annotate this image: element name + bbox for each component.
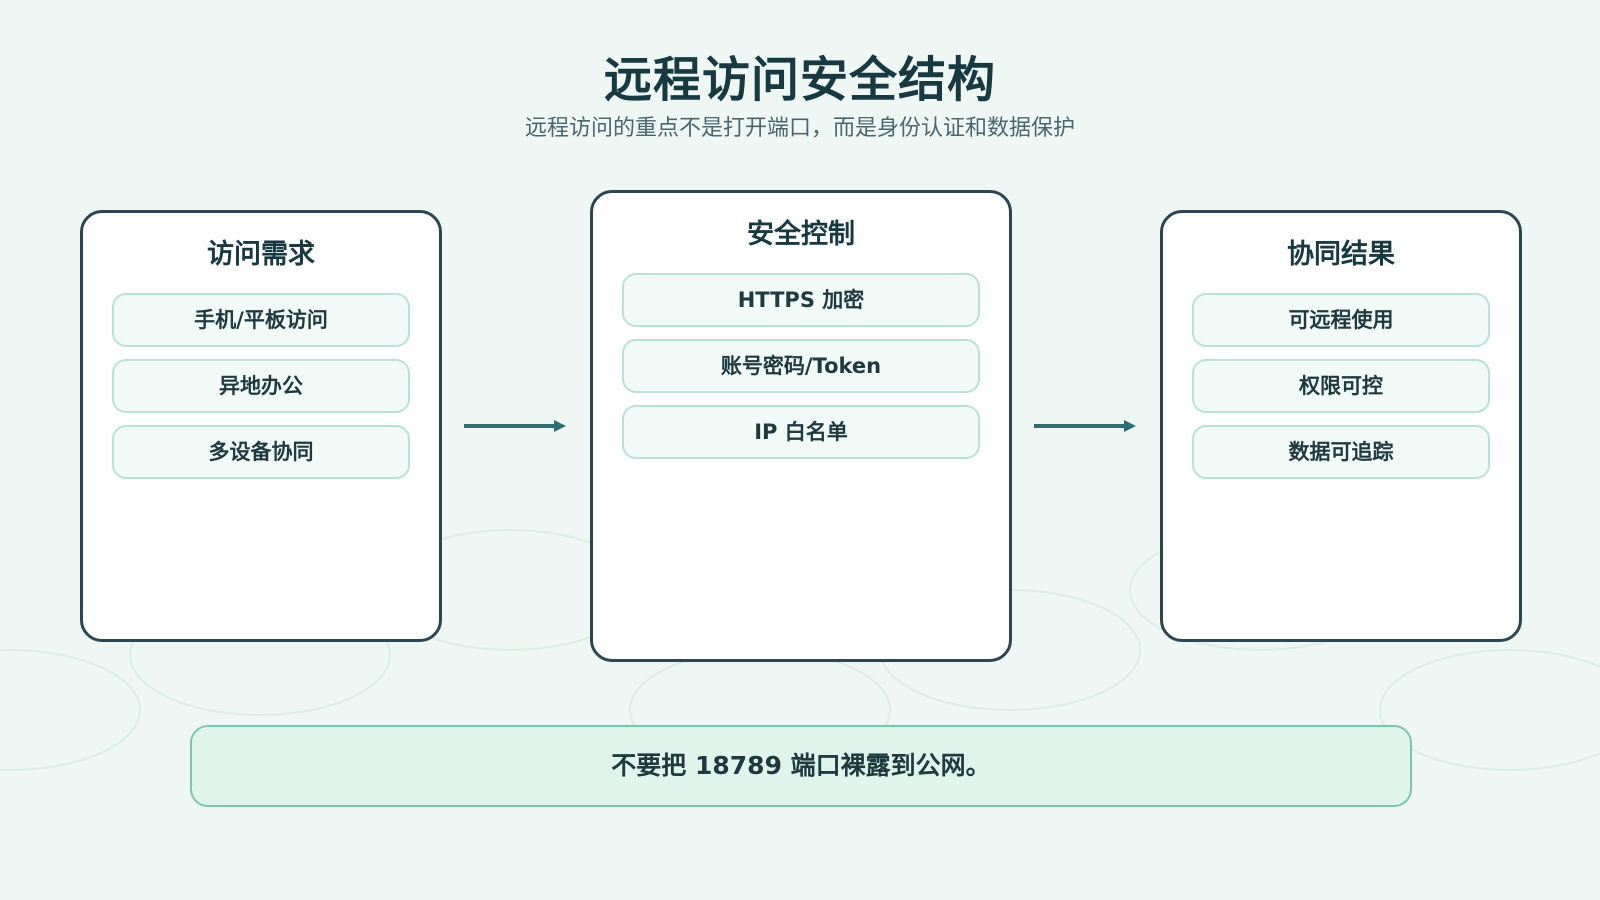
list-item: IP 白名单	[622, 405, 980, 459]
card-title: 协同结果	[1287, 239, 1395, 270]
card-security-controls: 安全控制 HTTPS 加密 账号密码/Token IP 白名单	[590, 190, 1012, 662]
page-subtitle: 远程访问的重点不是打开端口，而是身份认证和数据保护	[524, 116, 1075, 141]
bg-ellipse	[0, 649, 141, 771]
arrow-right-icon	[1034, 420, 1136, 432]
card-item-list: 手机/平板访问 异地办公 多设备协同	[83, 293, 439, 479]
card-title: 安全控制	[747, 219, 855, 250]
arrow-right-icon	[464, 420, 566, 432]
card-collaboration-results: 协同结果 可远程使用 权限可控 数据可追踪	[1160, 210, 1522, 642]
list-item: 手机/平板访问	[112, 293, 410, 347]
card-title: 访问需求	[207, 239, 315, 270]
bg-ellipse	[1379, 649, 1600, 771]
list-item: 账号密码/Token	[622, 339, 980, 393]
warning-note: 不要把 18789 端口裸露到公网。	[190, 725, 1412, 807]
list-item: 多设备协同	[112, 425, 410, 479]
page-title: 远程访问安全结构	[603, 52, 996, 108]
card-access-needs: 访问需求 手机/平板访问 异地办公 多设备协同	[80, 210, 442, 642]
card-item-list: HTTPS 加密 账号密码/Token IP 白名单	[593, 273, 1009, 459]
list-item: 可远程使用	[1192, 293, 1490, 347]
card-item-list: 可远程使用 权限可控 数据可追踪	[1163, 293, 1519, 479]
list-item: HTTPS 加密	[622, 273, 980, 327]
list-item: 异地办公	[112, 359, 410, 413]
list-item: 权限可控	[1192, 359, 1490, 413]
list-item: 数据可追踪	[1192, 425, 1490, 479]
